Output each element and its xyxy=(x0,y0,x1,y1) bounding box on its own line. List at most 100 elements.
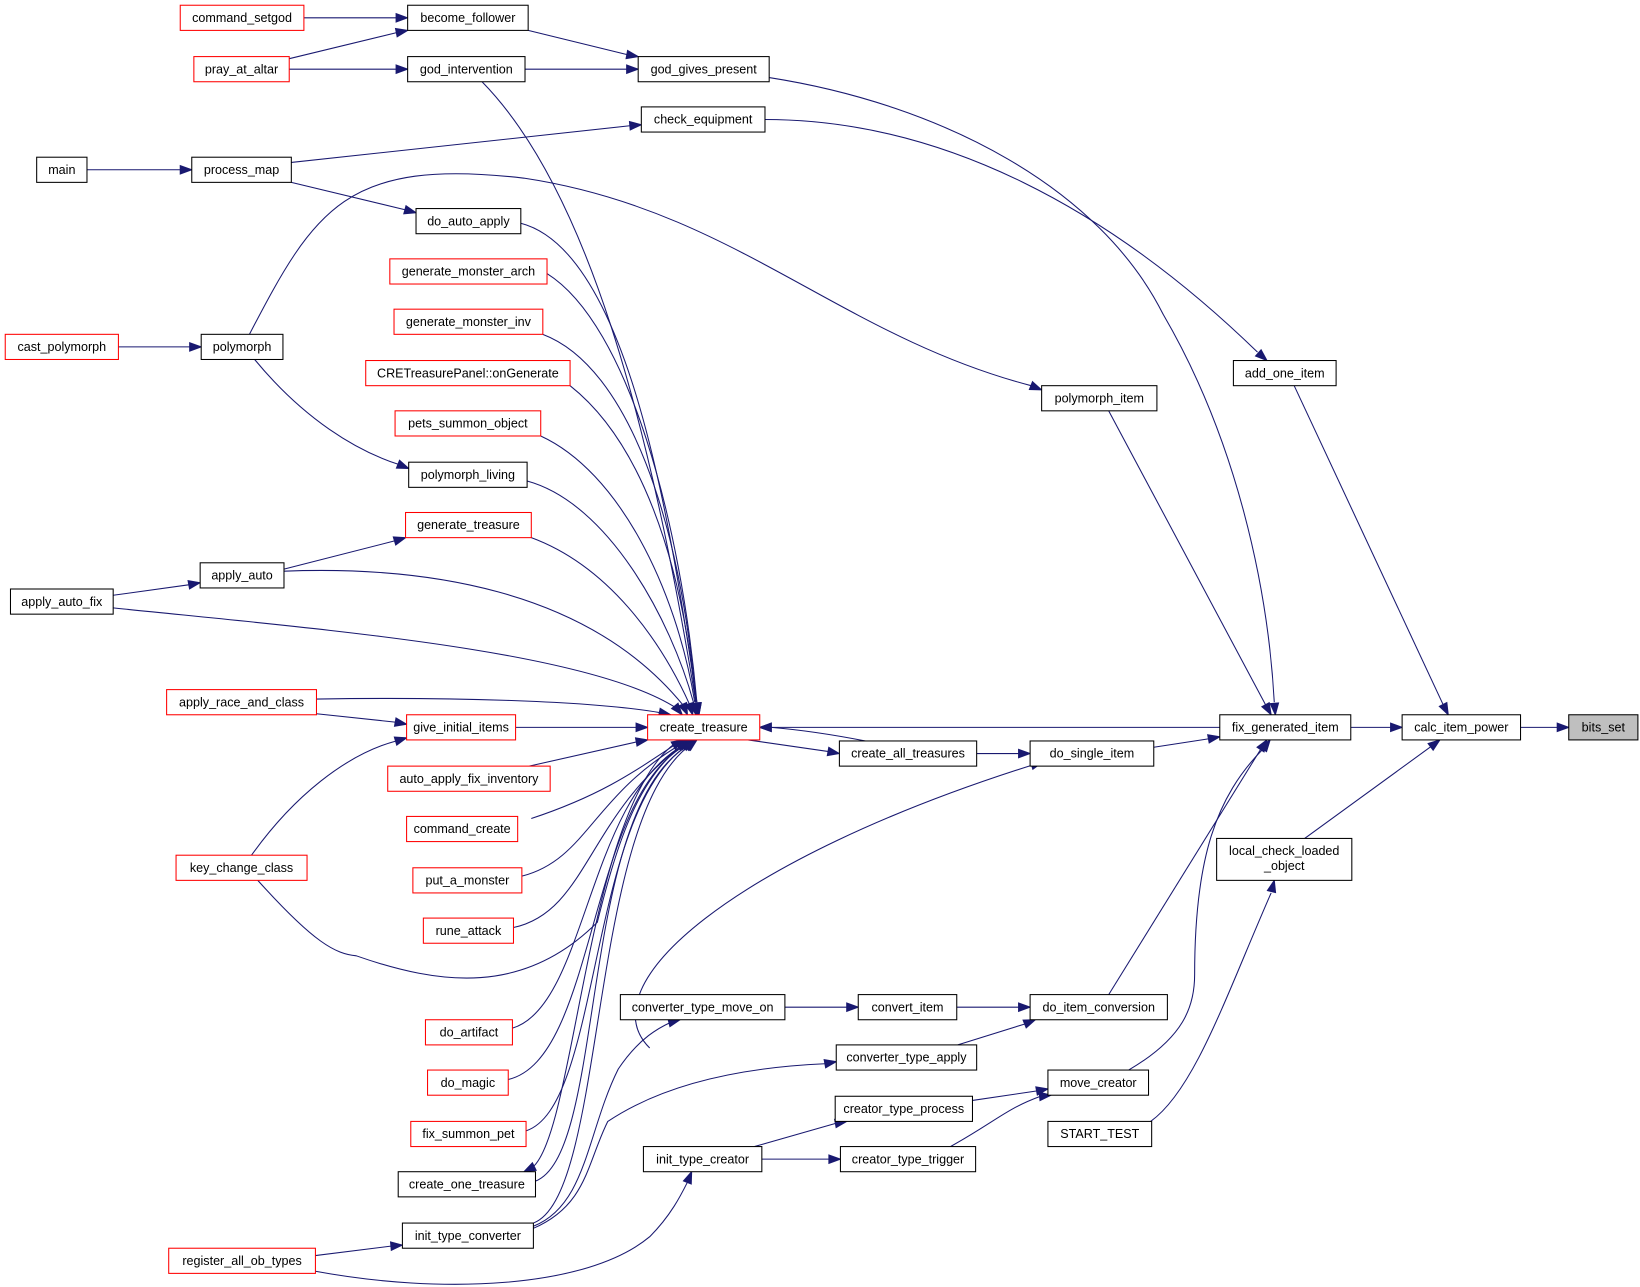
node-register-all-ob-types[interactable]: register_all_ob_types xyxy=(168,1247,316,1274)
node-box[interactable] xyxy=(1029,994,1168,1021)
node-do-item-conversion[interactable]: do_item_conversion xyxy=(1029,994,1168,1021)
node-key-change-class[interactable]: key_change_class xyxy=(175,854,308,881)
node-box[interactable] xyxy=(1041,385,1158,412)
node-box[interactable] xyxy=(408,461,528,488)
node-god-intervention[interactable]: god_intervention xyxy=(407,56,526,83)
node-converter-type-move-on[interactable]: converter_type_move_on xyxy=(619,994,786,1021)
node-box[interactable] xyxy=(387,765,551,792)
node-box[interactable] xyxy=(412,867,523,894)
node-box[interactable] xyxy=(389,258,548,285)
node-box[interactable] xyxy=(647,714,761,741)
node-start-test[interactable]: START_TEST xyxy=(1047,1120,1153,1148)
node-box[interactable] xyxy=(422,917,515,944)
node-box[interactable] xyxy=(1219,714,1352,741)
node-do-artifact[interactable]: do_artifact xyxy=(424,1019,513,1046)
node-box[interactable] xyxy=(9,588,114,615)
node-box[interactable] xyxy=(427,1069,509,1096)
node-generate-treasure[interactable]: generate_treasure xyxy=(405,511,532,539)
node-check-equipment[interactable]: check_equipment xyxy=(640,106,766,133)
node-fix-summon-pet[interactable]: fix_summon_pet xyxy=(410,1120,527,1148)
node-generate-monster-arch[interactable]: generate_monster_arch xyxy=(389,258,548,285)
node-give-initial-items[interactable]: give_initial_items xyxy=(406,714,517,741)
node-box[interactable] xyxy=(1029,740,1155,767)
node-polymorph[interactable]: polymorph xyxy=(200,333,284,361)
node-box[interactable] xyxy=(397,1171,537,1198)
node-box[interactable] xyxy=(839,1146,977,1173)
node-polymorph-living[interactable]: polymorph_living xyxy=(408,461,528,488)
node-create-all-treasures[interactable]: create_all_treasures xyxy=(838,740,978,767)
node-box[interactable] xyxy=(405,511,532,539)
node-apply-race-and-class[interactable]: apply_race_and_class xyxy=(166,689,317,716)
node-box[interactable] xyxy=(838,740,978,767)
node-box[interactable] xyxy=(410,1120,527,1148)
node-become-follower[interactable]: become_follower xyxy=(407,4,529,31)
node-polymorph-item[interactable]: polymorph_item xyxy=(1041,385,1158,412)
node-do-auto-apply[interactable]: do_auto_apply xyxy=(415,208,522,235)
node-box[interactable] xyxy=(619,994,786,1021)
node-generate-monster-inv[interactable]: generate_monster_inv xyxy=(393,308,544,335)
node-box[interactable] xyxy=(1232,360,1337,387)
node-box[interactable] xyxy=(835,1044,978,1071)
node-do-magic[interactable]: do_magic xyxy=(427,1069,509,1096)
node-put-a-monster[interactable]: put_a_monster xyxy=(412,867,523,894)
node-cast-polymorph[interactable]: cast_polymorph xyxy=(4,333,119,361)
node-pray-at-altar[interactable]: pray_at_altar xyxy=(193,56,290,83)
node-bits-set[interactable]: bits_set xyxy=(1568,714,1639,741)
node-init-type-creator[interactable]: init_type_creator xyxy=(642,1146,763,1173)
node-box[interactable] xyxy=(407,56,526,83)
node-convert-item[interactable]: convert_item xyxy=(857,994,958,1021)
node-box[interactable] xyxy=(4,333,119,361)
node-box[interactable] xyxy=(1047,1069,1150,1096)
node-init-type-converter[interactable]: init_type_converter xyxy=(401,1222,534,1249)
node-box[interactable] xyxy=(640,106,766,133)
node-box[interactable] xyxy=(1216,837,1353,881)
node-box[interactable] xyxy=(394,410,542,437)
node-do-single-item[interactable]: do_single_item xyxy=(1029,740,1155,767)
node-apply-auto-fix[interactable]: apply_auto_fix xyxy=(9,588,114,615)
node-auto-apply-fix-inventory[interactable]: auto_apply_fix_inventory xyxy=(387,765,551,792)
node-box[interactable] xyxy=(407,4,529,31)
node-box[interactable] xyxy=(857,994,958,1021)
node-box[interactable] xyxy=(834,1095,973,1122)
node-move-creator[interactable]: move_creator xyxy=(1047,1069,1150,1096)
node-rune-attack[interactable]: rune_attack xyxy=(422,917,515,944)
node-local-check-loaded-object[interactable]: local_check_loaded_object xyxy=(1216,837,1353,881)
node-box[interactable] xyxy=(424,1019,513,1046)
node-box[interactable] xyxy=(199,562,285,589)
node-box[interactable] xyxy=(415,208,522,235)
node-box[interactable] xyxy=(1568,714,1639,741)
node-box[interactable] xyxy=(637,56,770,83)
node-box[interactable] xyxy=(168,1247,316,1274)
node-calc-item-power[interactable]: calc_item_power xyxy=(1401,714,1522,741)
node-command-setgod[interactable]: command_setgod xyxy=(179,4,305,31)
node-box[interactable] xyxy=(401,1222,534,1249)
node-box[interactable] xyxy=(179,4,305,31)
node-box[interactable] xyxy=(200,333,284,361)
node-creator-type-trigger[interactable]: creator_type_trigger xyxy=(839,1146,977,1173)
node-box[interactable] xyxy=(36,156,88,183)
node-box[interactable] xyxy=(642,1146,763,1173)
node-box[interactable] xyxy=(406,714,517,741)
node-box[interactable] xyxy=(393,308,544,335)
node-cre-treasure-panel[interactable]: CRETreasurePanel::onGenerate xyxy=(365,360,571,387)
node-apply-auto[interactable]: apply_auto xyxy=(199,562,285,589)
node-add-one-item[interactable]: add_one_item xyxy=(1232,360,1337,387)
node-box[interactable] xyxy=(1047,1120,1153,1148)
node-box[interactable] xyxy=(191,156,292,183)
node-box[interactable] xyxy=(193,56,290,83)
node-box[interactable] xyxy=(406,815,519,843)
node-box[interactable] xyxy=(175,854,308,881)
node-main[interactable]: main xyxy=(36,156,88,183)
node-god-gives-present[interactable]: god_gives_present xyxy=(637,56,770,83)
node-box[interactable] xyxy=(166,689,317,716)
node-create-treasure[interactable]: create_treasure xyxy=(647,714,761,741)
node-box[interactable] xyxy=(365,360,571,387)
node-command-create[interactable]: command_create xyxy=(406,815,519,843)
node-fix-generated-item[interactable]: fix_generated_item xyxy=(1219,714,1352,741)
node-creator-type-process[interactable]: creator_type_process xyxy=(834,1095,973,1122)
node-converter-type-apply[interactable]: converter_type_apply xyxy=(835,1044,978,1071)
node-box[interactable] xyxy=(1401,714,1522,741)
node-pets-summon-object[interactable]: pets_summon_object xyxy=(394,410,542,437)
node-create-one-treasure[interactable]: create_one_treasure xyxy=(397,1171,537,1198)
node-process-map[interactable]: process_map xyxy=(191,156,292,183)
